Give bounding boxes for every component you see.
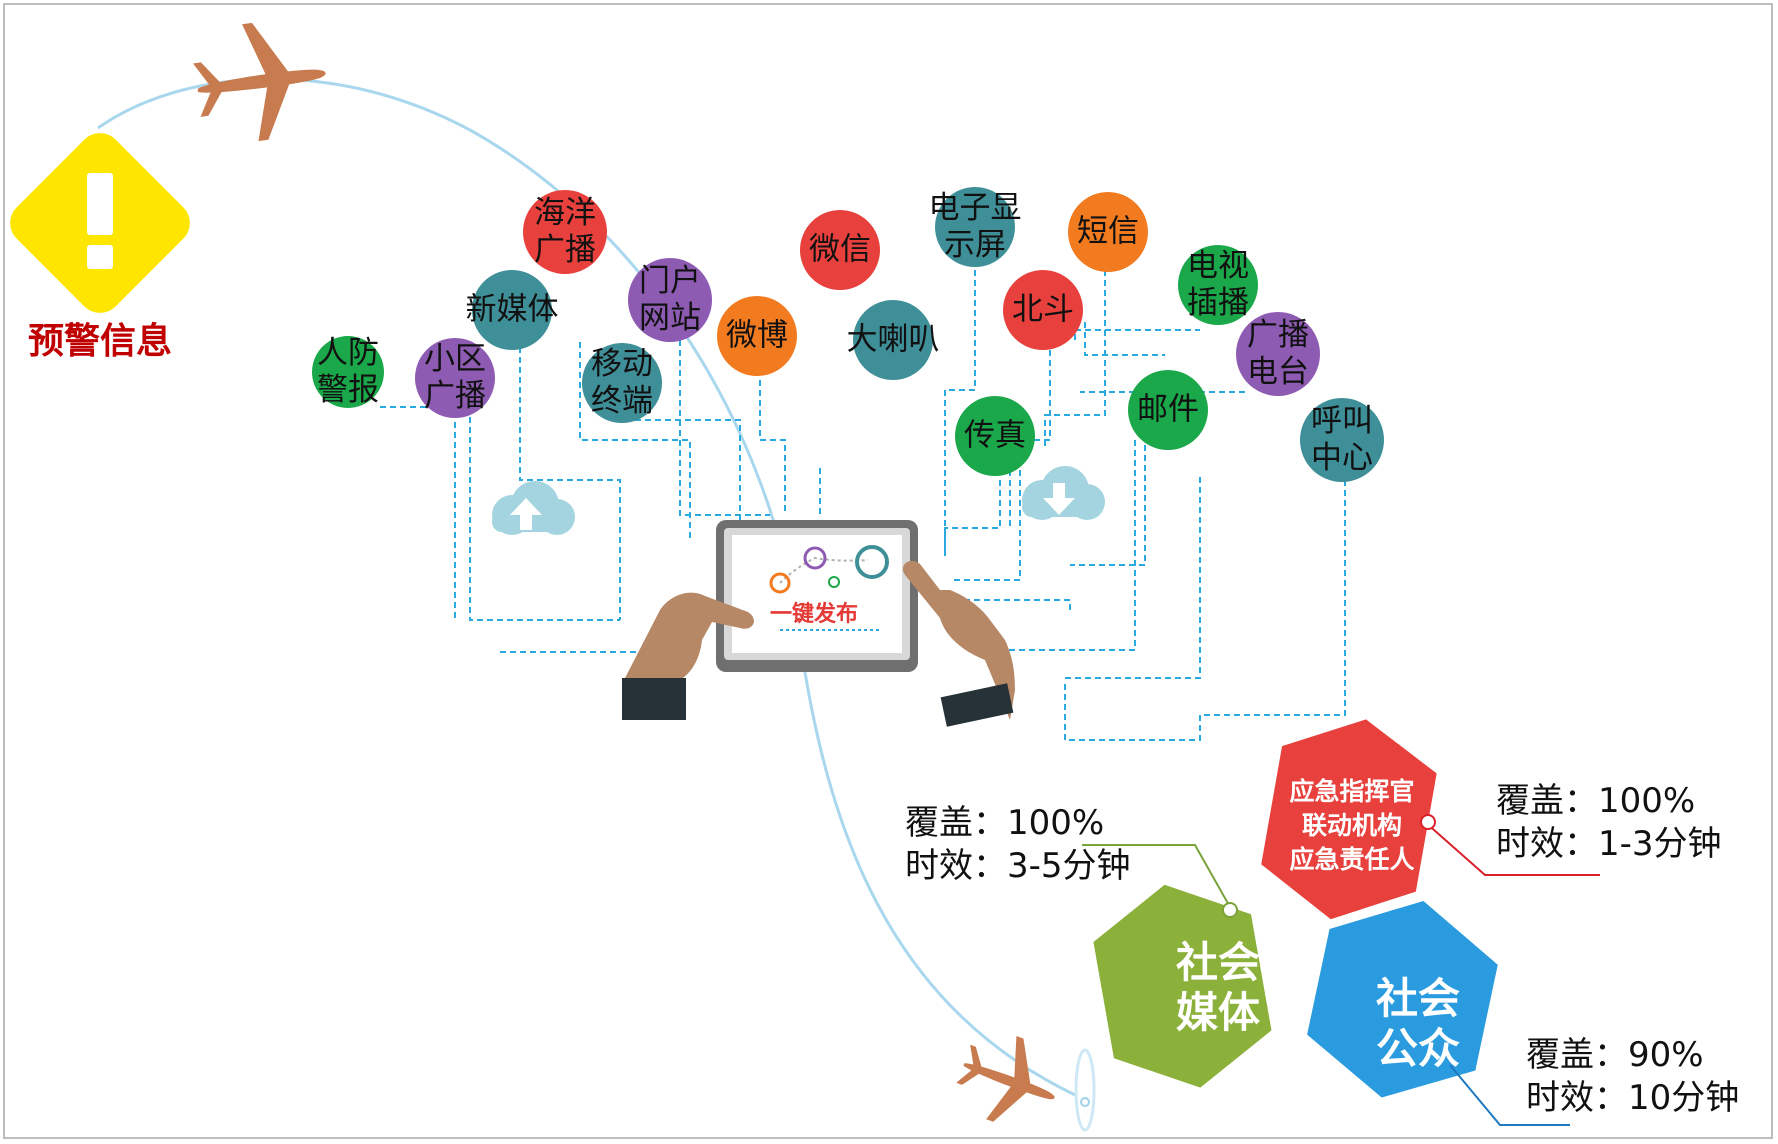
hex-label-media: 社会 媒体: [1176, 938, 1260, 1038]
channel-bubble-dianshi: [1178, 245, 1258, 325]
tablet-device: [716, 520, 918, 672]
hex-line: 应急责任人: [1289, 845, 1415, 874]
stat-media: 覆盖：100% 时效：3-5分钟: [905, 802, 1131, 888]
channel-label-line: 移动: [591, 346, 653, 382]
channel-label-line: 微博: [726, 317, 788, 354]
channel-label-line: 邮件: [1137, 391, 1199, 428]
channel-label-youjian: 邮件: [1137, 392, 1199, 429]
channel-label-line: 新媒体: [465, 291, 559, 328]
cloud-download-icon: [1022, 466, 1105, 520]
warning-diamond-icon: [10, 133, 190, 313]
channel-label-line: 大喇叭: [846, 321, 940, 358]
publish-label[interactable]: 一键发布: [770, 602, 859, 627]
hex-line: 联动机构: [1301, 811, 1403, 840]
hex-line: 公众: [1375, 1024, 1461, 1073]
channel-label-line: 中心: [1311, 440, 1373, 476]
channel-bubble-xiaoqu: [415, 338, 495, 418]
channel-label-xinmeiti: 新媒体: [466, 292, 559, 329]
coverage-text: 覆盖：90%: [1526, 1035, 1704, 1075]
timeliness-text: 时效：10分钟: [1526, 1078, 1740, 1118]
channel-bubble-xinmeiti: [472, 270, 552, 350]
hexagon-media: [1093, 884, 1272, 1088]
hex-line: 应急指挥官: [1289, 777, 1415, 806]
channel-label-duanxin: 短信: [1077, 214, 1139, 251]
hex-line: 社会: [1375, 974, 1461, 1023]
channel-bubble-laba: [853, 300, 933, 380]
channel-label-laba: 大喇叭: [847, 322, 940, 359]
channel-label-menhu: 门户网站: [639, 263, 701, 337]
channel-label-line: 广播: [534, 232, 596, 268]
channel-label-line: 短信: [1077, 213, 1139, 250]
channel-label-yidong: 移动终端: [591, 346, 653, 420]
channel-label-diantai: 广播电台: [1247, 317, 1309, 391]
channel-label-line: 广播: [424, 378, 486, 414]
channel-label-hujiao: 呼叫中心: [1311, 403, 1373, 477]
channel-bubble-beidou: [1003, 270, 1083, 350]
channel-bubble-haiyang: [523, 190, 607, 274]
channel-label-line: 电台: [1247, 354, 1309, 390]
hex-label-commander: 应急指挥官 联动机构 应急责任人: [1289, 775, 1414, 877]
hex-line: 社会: [1175, 938, 1261, 987]
channel-label-line: 小区: [424, 341, 486, 377]
channel-label-line: 警报: [317, 372, 379, 408]
channel-label-line: 传真: [964, 417, 1026, 454]
hexagon-public: [1307, 900, 1498, 1098]
channel-label-line: 人防: [317, 335, 379, 371]
channel-label-haiyang: 海洋广播: [534, 195, 596, 269]
landing-dot: [1080, 1097, 1090, 1107]
timeliness-text: 时效：1-3分钟: [1496, 824, 1722, 864]
channel-bubble-youjian: [1128, 370, 1208, 450]
channel-bubble-weixin: [800, 210, 880, 290]
hex-label-public: 社会 公众: [1376, 974, 1460, 1074]
frame-border: [3, 3, 1773, 1139]
channel-label-line: 海洋: [534, 195, 596, 231]
channel-bubble-xianshi: [935, 187, 1015, 267]
channel-label-line: 示屏: [944, 227, 1006, 263]
channel-label-weibo: 微博: [726, 318, 788, 355]
airplane-bottom-icon: [956, 1036, 1055, 1122]
channel-bubble-hujiao: [1300, 398, 1384, 482]
hex-line: 媒体: [1175, 988, 1261, 1037]
channel-bubble-renfang: [312, 336, 384, 408]
channel-label-line: 呼叫: [1311, 403, 1373, 439]
coverage-text: 覆盖：100%: [1496, 781, 1696, 821]
stat-commander: 覆盖：100% 时效：1-3分钟: [1496, 780, 1722, 866]
channel-label-weixin: 微信: [809, 232, 871, 269]
channel-bubble-weibo: [717, 296, 797, 376]
channel-bubble-chuanzhen: [955, 396, 1035, 476]
warning-label: 预警信息: [27, 321, 172, 362]
hexagon-commander: [1261, 719, 1437, 920]
channel-label-dianshi: 电视插播: [1187, 248, 1249, 322]
channel-bubble-yidong: [582, 343, 662, 423]
channel-label-beidou: 北斗: [1012, 292, 1074, 329]
channel-bubble-diantai: [1236, 312, 1320, 396]
channel-bubble-menhu: [628, 258, 712, 342]
channel-label-line: 门户: [639, 263, 701, 299]
channel-label-line: 广播: [1247, 317, 1309, 353]
channel-label-line: 微信: [809, 231, 871, 268]
channel-label-xianshi: 电子显示屏: [929, 190, 1022, 264]
channel-label-line: 北斗: [1012, 291, 1074, 328]
coverage-text: 覆盖：100%: [905, 803, 1105, 843]
channel-label-xiaoqu: 小区广播: [424, 341, 486, 415]
channel-label-line: 终端: [591, 383, 653, 419]
channel-label-renfang: 人防警报: [317, 335, 379, 409]
channel-label-line: 电子显: [928, 190, 1022, 226]
channel-bubble-duanxin: [1068, 192, 1148, 272]
timeliness-text: 时效：3-5分钟: [905, 846, 1131, 886]
hands-icon: [622, 560, 1015, 727]
channel-label-line: 网站: [639, 300, 701, 336]
channel-label-chuanzhen: 传真: [964, 418, 1026, 455]
landing-marker: [1074, 1048, 1096, 1132]
airplane-top-icon: [193, 22, 326, 142]
channel-label-line: 插播: [1187, 285, 1249, 321]
cloud-upload-icon: [492, 481, 575, 535]
stat-public: 覆盖：90% 时效：10分钟: [1526, 1034, 1739, 1120]
stat-leader-lines: [1082, 814, 1600, 1126]
channel-label-line: 电视: [1187, 248, 1249, 284]
